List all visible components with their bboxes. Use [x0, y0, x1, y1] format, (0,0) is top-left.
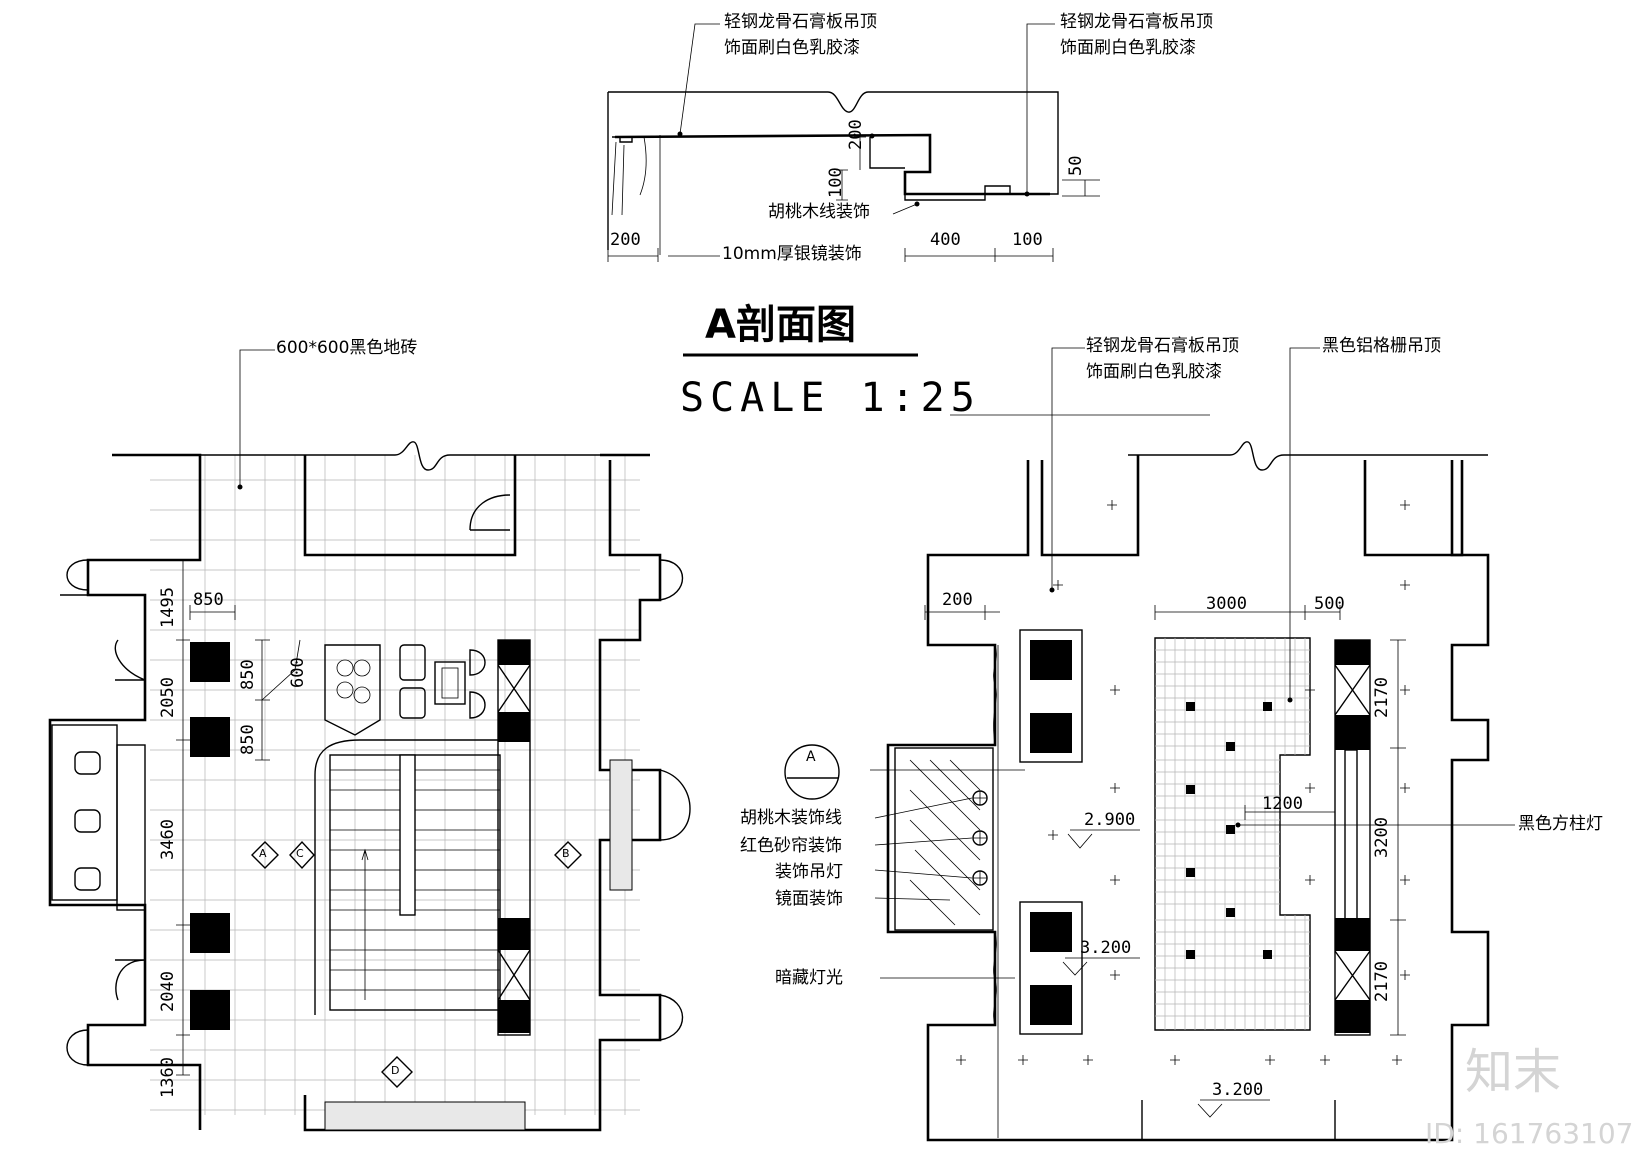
floor-dim-3460: 3460: [158, 819, 178, 860]
ceiling-callout-line1: 轻钢龙骨石膏板吊顶: [1086, 336, 1239, 356]
ceiling-level-3200-a: 3.200: [1080, 938, 1132, 958]
section-mirror-callout: 10mm厚银镜装饰: [722, 244, 862, 264]
floor-marker-a: A: [259, 847, 267, 860]
drawing-title: A剖面图: [705, 302, 856, 348]
walnut-line-callout: 胡桃木装饰线: [740, 808, 842, 828]
red-sand-callout: 红色砂帘装饰: [740, 836, 842, 856]
ceiling-columns: [1019, 629, 1371, 1036]
watermark-brand: 知末: [1465, 1044, 1562, 1100]
right-column-strip: [497, 639, 531, 1036]
ceiling-leaders: [870, 347, 1515, 1118]
floor-dim-1360: 1360: [158, 1057, 178, 1098]
section-dim-50: 50: [1066, 155, 1086, 176]
ceiling-downlights: [956, 500, 1410, 1065]
drawing-scale: SCALE 1:25: [680, 375, 981, 421]
ceiling-dim-1200: 1200: [1262, 794, 1303, 814]
mirror-callout: 镜面装饰: [775, 889, 843, 909]
floor-dims: [176, 559, 301, 1076]
floor-marker-d: D: [391, 1064, 400, 1077]
ceiling-level-2900: 2.900: [1084, 810, 1136, 830]
floor-dim-600: 600: [288, 657, 308, 688]
floor-marker-b: B: [562, 847, 570, 860]
section-ceiling-left-line2: 饰面刷白色乳胶漆: [724, 38, 860, 58]
floor-dim-2040: 2040: [158, 971, 178, 1012]
floor-dim-850-a: 850: [238, 659, 258, 690]
staircase: [314, 739, 501, 1015]
ceiling-dim-3200: 3200: [1372, 817, 1392, 858]
entry-slab: [324, 1101, 526, 1131]
ceiling-level-3200-b: 3.200: [1212, 1080, 1264, 1100]
ceiling-callout-line2: 饰面刷白色乳胶漆: [1086, 362, 1222, 382]
section-marker-label: A: [806, 749, 816, 765]
section-dim-200-vertical: 200: [846, 119, 866, 150]
ceiling-dim-3000: 3000: [1206, 594, 1247, 614]
square-light-callout: 黑色方柱灯: [1518, 814, 1603, 834]
floor-dim-850-b: 850: [238, 724, 258, 755]
section-ceiling-right-line1: 轻钢龙骨石膏板吊顶: [1060, 12, 1213, 32]
curtain-zone: [894, 644, 999, 1138]
ceiling-dim-2170-bottom: 2170: [1372, 961, 1392, 1002]
grille-ceiling: [1154, 637, 1311, 1031]
ceiling-dim-200: 200: [942, 590, 973, 610]
section-walnut-callout: 胡桃木线装饰: [768, 202, 870, 222]
ceiling-dim-2170-top: 2170: [1372, 677, 1392, 718]
section-dim-400: 400: [930, 230, 961, 250]
pendant-callout: 装饰吊灯: [775, 862, 843, 882]
ceiling-dim-500: 500: [1314, 594, 1345, 614]
lounge-furniture: [324, 644, 486, 736]
floor-marker-c: C: [296, 847, 304, 860]
ceiling-plan: [784, 347, 1515, 1142]
floor-markers: [251, 840, 582, 1088]
section-detail: [607, 23, 1100, 262]
section-dim-100: 100: [1012, 230, 1043, 250]
floor-plan: [48, 349, 691, 1132]
side-slab: [609, 759, 633, 891]
watermark-id: ID: 161763107: [1425, 1117, 1634, 1150]
hidden-light-callout: 暗藏灯光: [775, 968, 843, 988]
floor-columns: [190, 642, 230, 1030]
grille-callout: 黑色铝格栅吊顶: [1322, 336, 1441, 356]
bench-seats: [74, 751, 101, 891]
floor-dim-1495: 1495: [158, 587, 178, 628]
floor-tile-callout: 600*600黑色地砖: [276, 338, 418, 358]
floor-dim-850-top: 850: [193, 590, 224, 610]
section-ceiling-right-line2: 饰面刷白色乳胶漆: [1060, 38, 1196, 58]
section-dim-200: 200: [610, 230, 641, 250]
section-dim-100-vertical: 100: [826, 167, 846, 198]
section-ceiling-left-line1: 轻钢龙骨石膏板吊顶: [724, 12, 877, 32]
section-marker-a: [784, 744, 840, 800]
floor-dim-2050: 2050: [158, 677, 178, 718]
